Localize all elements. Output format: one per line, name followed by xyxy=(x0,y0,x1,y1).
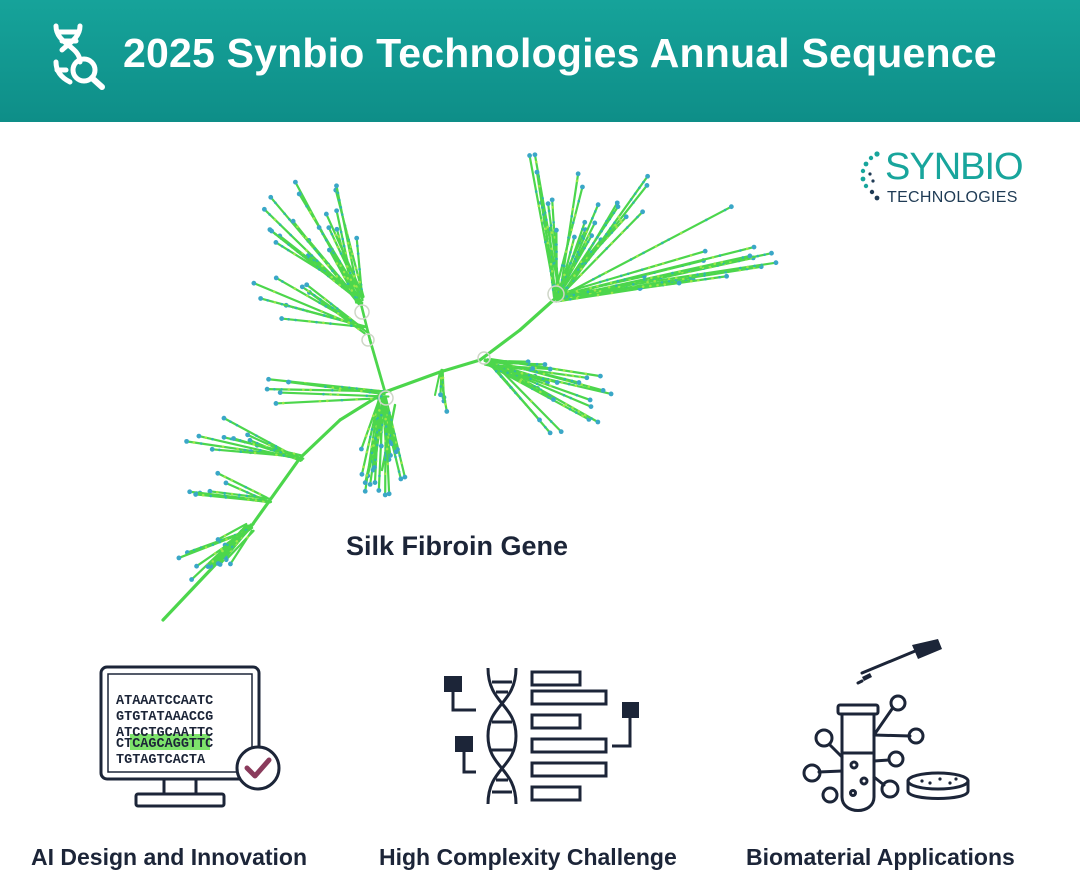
page-title: 2025 Synbio Technologies Annual Sequence xyxy=(123,30,997,76)
feature-label-high-complexity: High Complexity Challenge xyxy=(379,844,677,870)
dna-search-icon xyxy=(53,23,105,90)
sequence-line-3: ATCCTGCAATTC xyxy=(116,726,213,741)
monitor-dna-check-icon: ATAAATCCAATC GTGTATAAACCG ATCCTGCAATTC C… xyxy=(99,665,281,808)
test-tube-molecule-icon xyxy=(802,639,970,812)
logo-subtitle: TECHNOLOGIES xyxy=(887,189,1018,206)
sequence-line-1: ATAAATCCAATC xyxy=(116,694,213,709)
dna-blocks-icon xyxy=(444,667,639,805)
tree-caption: Silk Fibroin Gene xyxy=(346,531,569,561)
phylogenetic-tree xyxy=(161,152,779,622)
logo-helix-dots-icon xyxy=(860,151,880,201)
synbio-logo: SYNBIO TECHNOLOGIES xyxy=(855,148,1045,212)
sequence-line-2: GTGTATAAACCG xyxy=(116,710,213,725)
logo-wordmark: SYNBIO xyxy=(885,146,1024,188)
sequence-line-4: CTCAGCAGGTTC xyxy=(116,737,213,752)
header-banner: 2025 Synbio Technologies Annual Sequence xyxy=(0,0,1080,122)
checkmark-icon xyxy=(244,757,272,779)
sequence-line-5: TGTAGTCACTA xyxy=(116,753,206,768)
feature-label-ai-design: AI Design and Innovation xyxy=(31,844,308,870)
feature-label-biomaterial: Biomaterial Applications xyxy=(746,844,1015,870)
